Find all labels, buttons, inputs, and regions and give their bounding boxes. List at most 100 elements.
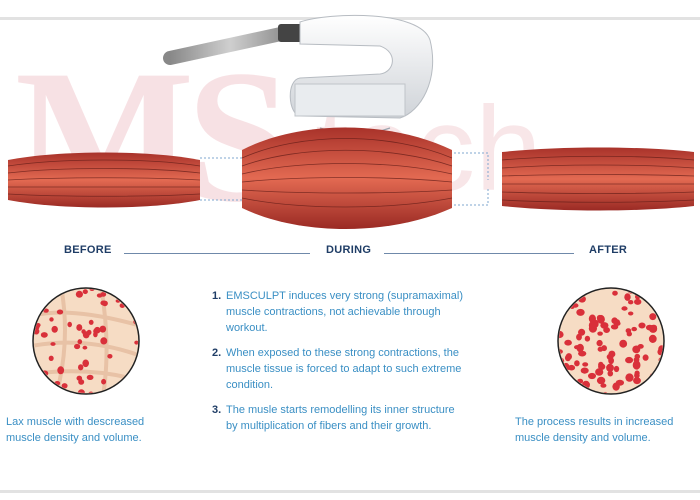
- muscle-cell: [621, 306, 628, 311]
- muscle-cell: [598, 363, 606, 370]
- muscle-cell: [632, 360, 641, 370]
- muscle-cell: [661, 290, 663, 297]
- caption-after: The process results in increased muscle …: [515, 414, 673, 446]
- muscle-after: [501, 147, 695, 211]
- step-item: 1. EMSCULPT induces very strong (suprama…: [212, 288, 512, 336]
- muscle-cell: [626, 331, 632, 337]
- step-text-line: muscle contractions, not achievable thro…: [226, 306, 441, 318]
- step-number: 2.: [212, 347, 222, 359]
- muscle-cell: [633, 377, 641, 385]
- muscle-cell: [82, 331, 90, 339]
- tissue-circle-after: [556, 286, 666, 396]
- muscle-cell: [648, 334, 657, 343]
- muscle-cell: [613, 365, 620, 373]
- muscle-cell: [625, 289, 632, 290]
- muscle-cell: [37, 381, 42, 385]
- muscle-cell: [100, 300, 107, 306]
- muscle-cell: [563, 291, 572, 301]
- muscle-cell: [658, 388, 663, 393]
- muscle-cell: [628, 311, 634, 316]
- muscle-cell: [611, 317, 618, 324]
- step-item: 3. The musle starts remodelling its inne…: [212, 402, 512, 434]
- stage-divider-left: [124, 253, 310, 254]
- caption-after-line: The process results in increased: [515, 416, 674, 428]
- muscle-cell: [43, 308, 49, 313]
- muscle-cell: [40, 332, 48, 338]
- muscle-cell: [82, 289, 88, 295]
- muscle-cell: [46, 289, 54, 296]
- muscle-cell: [576, 308, 585, 316]
- muscle-cell: [47, 289, 52, 292]
- step-text-line: workout.: [226, 322, 268, 334]
- muscle-cell: [639, 390, 645, 393]
- caption-before-line: Lax muscle with descreased: [6, 416, 145, 428]
- stage-before-label: BEFORE: [64, 244, 112, 256]
- muscle-cell: [591, 319, 599, 328]
- muscle-cell: [89, 289, 95, 291]
- step-text-line: EMSCULPT induces very strong (supramaxim…: [226, 290, 463, 302]
- muscle-cell: [58, 389, 63, 393]
- muscle-cell: [634, 388, 640, 393]
- muscle-cell: [82, 359, 89, 368]
- frame-bottom-border: [0, 490, 700, 493]
- muscle-cell: [595, 368, 604, 376]
- muscle-cell: [654, 298, 662, 304]
- muscle-cell: [634, 370, 640, 376]
- muscle-cell: [77, 339, 83, 345]
- muscle-cell: [559, 330, 564, 339]
- muscle-cell: [75, 290, 83, 298]
- muscle-cell: [559, 299, 566, 308]
- muscle-cell: [46, 392, 53, 393]
- muscle-cell: [563, 299, 569, 305]
- muscle-cell: [612, 290, 618, 296]
- muscle-cell: [576, 333, 582, 341]
- muscle-cell: [48, 355, 54, 361]
- muscle-cell: [662, 380, 663, 386]
- muscle-cell: [100, 337, 108, 345]
- muscle-cell: [596, 339, 603, 347]
- step-text-line: When exposed to these strong contraction…: [226, 347, 459, 359]
- muscle-cell: [86, 374, 94, 380]
- muscle-cell: [78, 379, 85, 385]
- muscle-cell: [96, 293, 103, 298]
- muscle-cell: [633, 289, 642, 291]
- muscle-cell: [78, 389, 85, 393]
- muscle-cell: [649, 386, 657, 393]
- muscle-cell: [658, 345, 663, 353]
- muscle-cell: [560, 379, 567, 386]
- muscle-cell: [625, 356, 634, 364]
- muscle-cell: [597, 346, 604, 352]
- step-item: 2. When exposed to these strong contract…: [212, 345, 512, 393]
- muscle-illustration: [7, 14, 695, 229]
- caption-before-line: muscle density and volume.: [6, 432, 142, 444]
- muscle-cell: [659, 372, 663, 378]
- muscle-cell: [638, 322, 646, 329]
- muscle-cell: [596, 314, 603, 321]
- muscle-cell: [107, 354, 113, 359]
- muscle-cell: [649, 313, 657, 321]
- muscle-cell: [582, 362, 589, 367]
- muscle-cell: [653, 289, 661, 291]
- muscle-cell: [625, 373, 634, 382]
- muscle-cell: [82, 345, 88, 350]
- muscle-cell: [631, 326, 637, 332]
- muscle-cell: [50, 342, 56, 346]
- muscle-cell: [101, 378, 107, 385]
- muscle-cell: [588, 372, 596, 380]
- muscle-cell: [659, 289, 663, 290]
- muscle-cell: [51, 325, 58, 333]
- muscle-cell: [567, 364, 576, 371]
- muscle-cell: [600, 383, 607, 388]
- muscle-cell: [619, 339, 628, 348]
- muscle-cell: [642, 354, 649, 361]
- stage-labels-row: BEFORE DURING AFTER: [0, 244, 700, 264]
- muscle-cell: [628, 300, 634, 305]
- muscle-cell: [607, 370, 614, 377]
- muscle-cell: [99, 325, 107, 333]
- muscle-cell: [67, 321, 72, 328]
- muscle-before: [7, 152, 201, 208]
- muscle-cell: [615, 379, 624, 386]
- muscle-cell: [57, 366, 65, 375]
- stage-divider-right: [384, 253, 574, 254]
- muscle-during: [241, 127, 453, 229]
